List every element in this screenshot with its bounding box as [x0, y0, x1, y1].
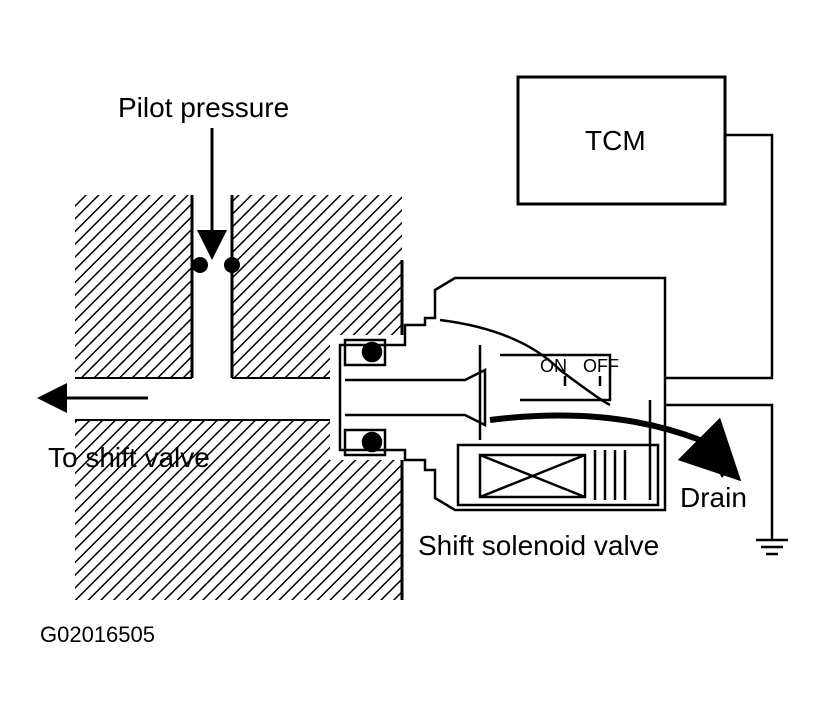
drain-flow-arrow: [489, 412, 742, 482]
off-label: OFF: [583, 356, 619, 376]
tcm-box: [516, 75, 727, 206]
coil: [478, 453, 587, 499]
ground-icon: [756, 538, 788, 556]
o-ring-seat-lower: [343, 428, 387, 457]
shift-solenoid-valve: [338, 276, 667, 512]
o-ring-lower: [361, 431, 383, 453]
drain-label: Drain: [680, 482, 747, 513]
orifice-ball-left: [192, 257, 208, 273]
to-shift-valve-label: To shift valve: [48, 442, 210, 473]
drain-arrow-head: [705, 448, 735, 478]
shift-solenoid-valve-label: Shift solenoid valve: [418, 530, 659, 561]
figure-code-label: G02016505: [40, 622, 155, 647]
valve-body-upper-left: [75, 195, 192, 378]
pilot-pressure-label: Pilot pressure: [118, 92, 289, 123]
orifice-ball-right: [224, 257, 240, 273]
coil-housing: [456, 443, 660, 507]
o-ring-upper: [361, 341, 383, 363]
tcm-label: TCM: [585, 125, 646, 156]
tcm-wiring: [665, 133, 774, 540]
on-label: ON: [540, 356, 567, 376]
o-ring-seat-upper: [343, 338, 387, 367]
